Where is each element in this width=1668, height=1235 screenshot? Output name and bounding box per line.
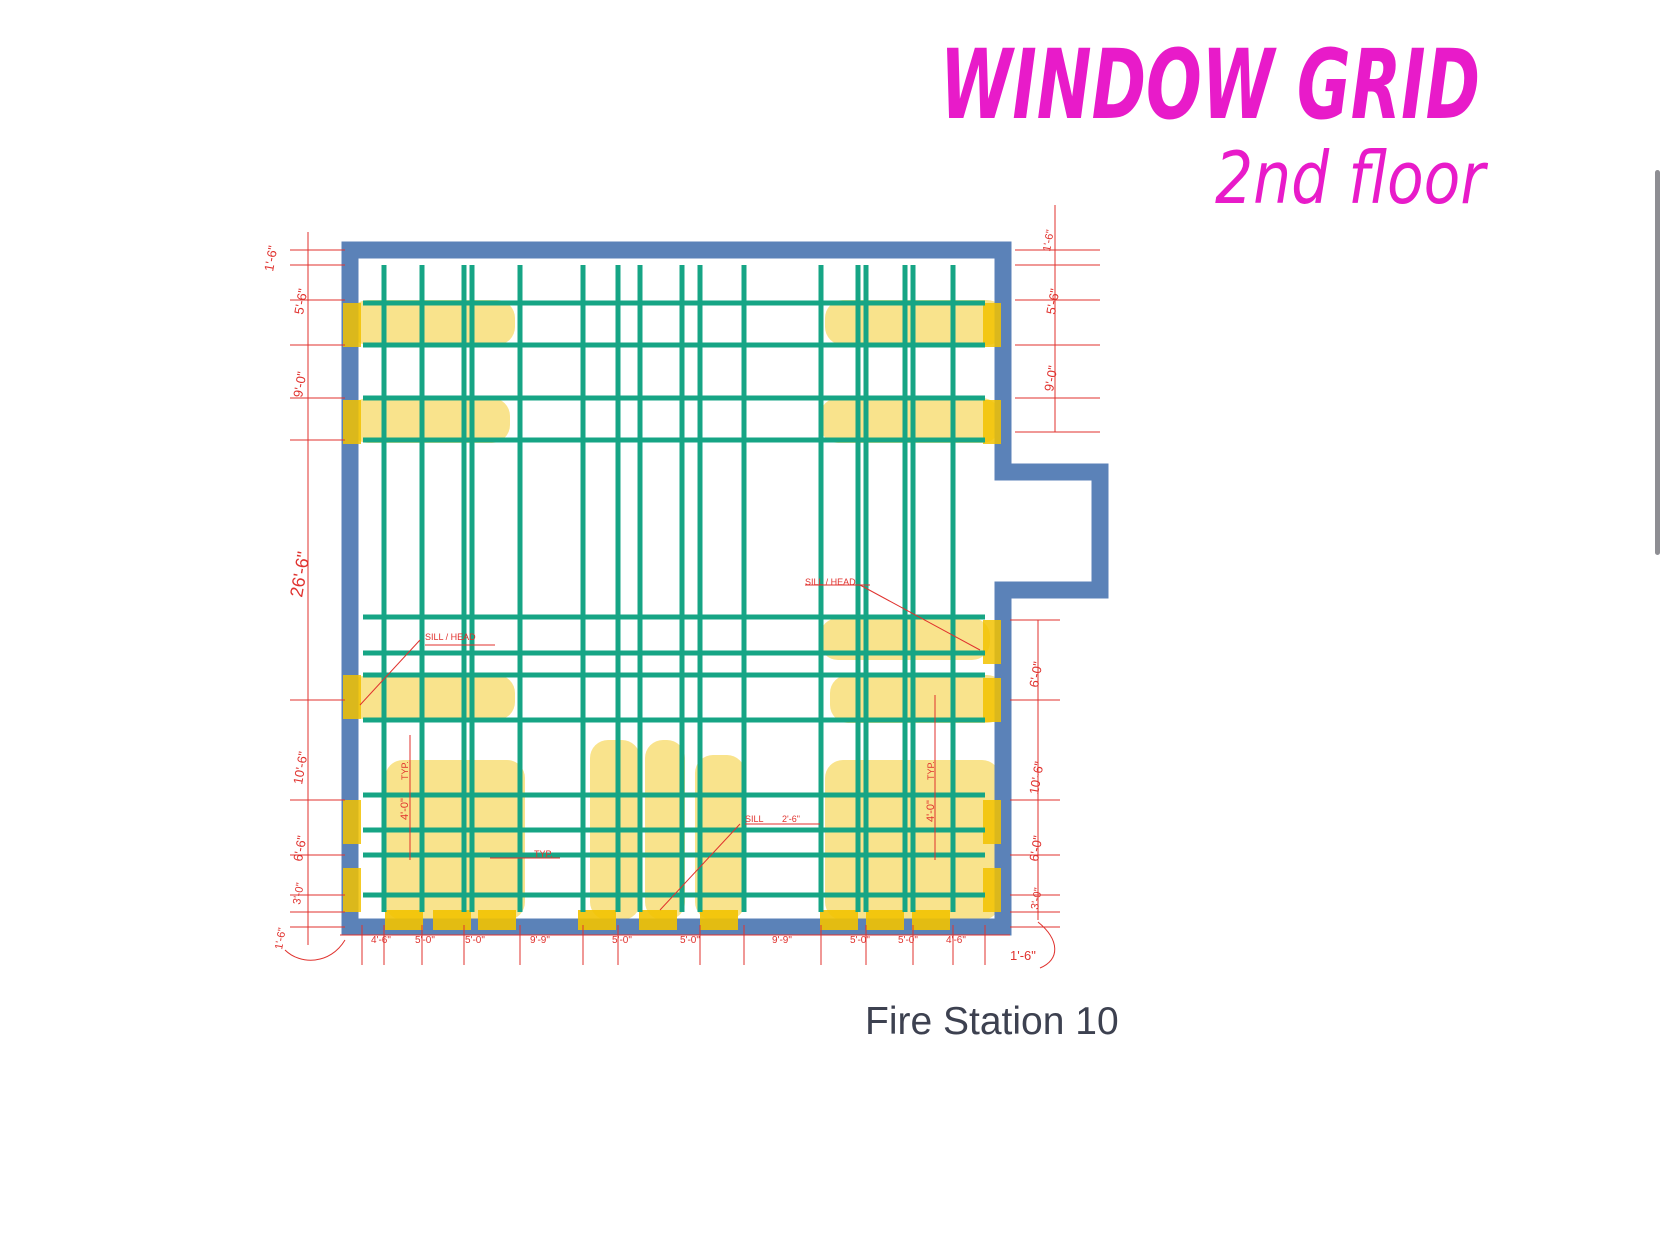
dim-left-1: 5'-6": [291, 287, 310, 315]
window-right: [983, 868, 1001, 912]
dim-bottom-2: 5'-0": [465, 935, 485, 946]
vertical-scrollbar[interactable]: [1655, 170, 1660, 555]
dim-bottom-0: 4'-6": [371, 935, 391, 946]
note-typ-right: TYP.: [926, 761, 936, 780]
window-left: [343, 868, 361, 912]
left-dimensions: 1'-6" 5'-6" 9'-0" 26'-6" 10'-6" 6'-6" 3'…: [261, 244, 314, 950]
window-right: [983, 620, 1001, 664]
highlight-blob: [350, 398, 510, 443]
dim-right-5: 6'-0": [1026, 834, 1045, 862]
window-bottom: [820, 910, 858, 930]
drawing-subtitle: 2nd floor: [1215, 136, 1489, 220]
dim-left-0: 1'-6": [261, 244, 280, 272]
window-blocks: [343, 303, 1001, 930]
window-left: [343, 303, 361, 347]
dimension-arc: [1037, 921, 1056, 969]
highlight-blob: [350, 675, 515, 720]
dim-right-7: 1'-6": [1010, 948, 1036, 963]
window-bottom: [433, 910, 471, 930]
dim-bottom-3: 9'-9": [530, 935, 550, 946]
note-sill: SILL: [745, 814, 764, 824]
note-height-right: 4'-0": [925, 800, 937, 822]
dim-bottom-8: 5'-0": [898, 935, 918, 946]
note-height-left: 4'-0": [399, 798, 411, 820]
highlight-blob: [830, 675, 1005, 723]
dimension-arc: [284, 939, 346, 961]
building-walls: [341, 241, 1109, 936]
window-right: [983, 800, 1001, 844]
annotation-notes: SILL / HEAD SILL / HEAD SILL 2'-6" TYP. …: [399, 577, 937, 859]
dimension-line: [659, 823, 741, 911]
dim-right-4: 10'-6": [1026, 760, 1047, 796]
dim-right-1: 5'-6": [1043, 287, 1062, 315]
note-typ-left: TYP.: [400, 761, 410, 780]
dim-left-2: 9'-0": [290, 370, 309, 398]
window-bottom: [478, 910, 516, 930]
green-grid-lines: [363, 265, 985, 912]
window-bottom: [385, 910, 423, 930]
dim-left-5: 6'-6": [290, 834, 309, 862]
highlight-blob: [350, 300, 515, 345]
window-right: [983, 400, 1001, 444]
window-bottom: [578, 910, 616, 930]
window-left: [343, 400, 361, 444]
note-sill-head-1: SILL / HEAD: [805, 577, 856, 587]
dimension-line: [859, 584, 981, 651]
dim-bottom-6: 9'-9": [772, 935, 792, 946]
window-bottom: [700, 910, 738, 930]
window-bottom: [912, 910, 950, 930]
window-left: [343, 675, 361, 719]
right-dimensions: 1'-6" 5'-6" 9'-0" 6'-0" 10'-6" 6'-0" 3'-…: [1010, 229, 1063, 963]
note-sill-value: 2'-6": [782, 814, 800, 824]
dim-bottom-1: 5'-0": [415, 935, 435, 946]
note-typ-bottom: TYP.: [534, 849, 553, 859]
dim-left-3: 26'-6": [286, 550, 314, 599]
drawing-title: WINDOW GRID: [940, 29, 1480, 141]
note-sill-head-2: SILL / HEAD: [425, 632, 476, 642]
dim-bottom-7: 5'-0": [850, 935, 870, 946]
wall-outline: [341, 241, 1109, 936]
bumpout-opening: [996, 488, 1010, 574]
highlight-blob: [820, 398, 1000, 443]
dim-bottom-4: 5'-0": [612, 935, 632, 946]
dimension-lines: [284, 205, 1100, 969]
window-bottom: [639, 910, 677, 930]
dim-bottom-5: 5'-0": [680, 935, 700, 946]
dim-left-7: 1'-6": [273, 927, 289, 951]
dim-right-3: 6'-0": [1026, 660, 1045, 688]
dimension-line: [359, 639, 421, 706]
window-bottom: [866, 910, 904, 930]
window-right: [983, 303, 1001, 347]
bottom-dimensions: 4'-6" 5'-0" 5'-0" 9'-9" 5'-0" 5'-0" 9'-9…: [371, 935, 966, 946]
window-right: [983, 678, 1001, 722]
dim-right-0: 1'-6": [1041, 229, 1057, 253]
dim-bottom-9: 4'-6": [946, 935, 966, 946]
dim-left-6: 3'-0": [291, 882, 307, 906]
dim-left-4: 10'-6": [290, 750, 311, 786]
window-left: [343, 800, 361, 844]
dim-right-6: 3'-0": [1029, 887, 1045, 911]
station-caption: Fire Station 10: [865, 1000, 1119, 1043]
dim-right-2: 9'-0": [1041, 364, 1060, 392]
